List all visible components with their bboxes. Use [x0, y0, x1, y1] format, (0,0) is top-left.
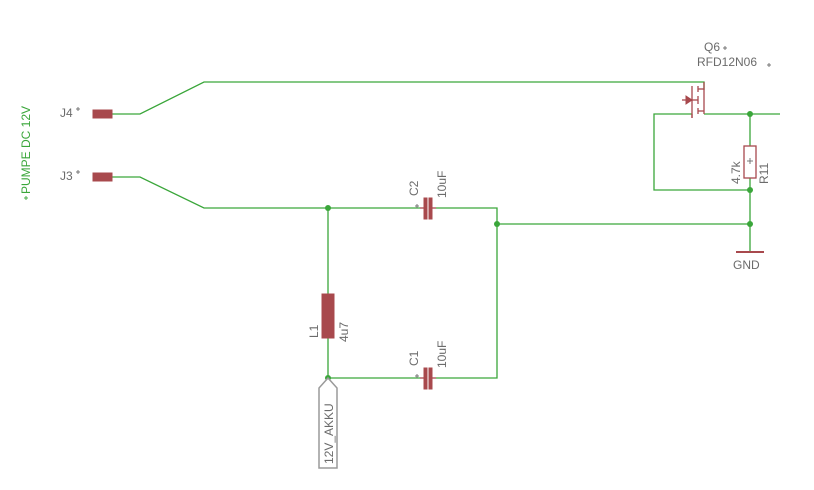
junction-dot [747, 221, 753, 227]
resistor-r11[interactable]: 4.7k R11 [729, 145, 771, 184]
resistor-body [743, 145, 757, 179]
connector-j4[interactable]: J4 [60, 106, 113, 120]
power-port-label: 12V_AKKU [322, 403, 336, 464]
connector-pin [92, 109, 113, 119]
ground-symbol: GND [733, 251, 764, 272]
transistor-q6[interactable]: Q6 RFD12N06 [682, 40, 771, 118]
capacitor-c1-name: C1 [407, 350, 421, 366]
junctions [325, 111, 753, 381]
ground-label: GND [733, 258, 760, 272]
power-port-shape [318, 376, 338, 469]
junction-dot [747, 111, 753, 117]
connector-pin [92, 172, 113, 182]
transistor-name: Q6 [704, 40, 720, 54]
transistor-value: RFD12N06 [697, 55, 757, 69]
power-port-12v-akku[interactable]: 12V_AKKU [318, 376, 338, 469]
inductor-name: L1 [307, 324, 321, 338]
inductor-value: 4u7 [337, 322, 351, 342]
wire-j4-to-q6 [112, 81, 705, 115]
capacitor-c2-value: 10uF [435, 171, 449, 198]
capacitor-c2[interactable]: C2 10uF [407, 171, 449, 220]
connector-j3[interactable]: J3 [60, 169, 113, 183]
connector-j3-label: J3 [60, 169, 73, 183]
wire-gate-loop [653, 113, 750, 191]
junction-dot [494, 221, 500, 227]
resistor-name: R11 [757, 163, 771, 184]
resistor-value: 4.7k [729, 160, 743, 184]
inductor-l1[interactable]: L1 4u7 [307, 293, 351, 342]
connector-j4-label: J4 [60, 106, 73, 120]
wires [112, 81, 780, 379]
junction-dot [747, 187, 753, 193]
capacitor-c1[interactable]: C1 10uF [407, 341, 449, 390]
junction-dot [325, 205, 331, 211]
capacitor-c2-name: C2 [407, 180, 421, 196]
arrow-icon [685, 95, 693, 105]
inductor-body [321, 293, 335, 339]
capacitor-c1-value: 10uF [435, 341, 449, 368]
wire-c2-to-node [436, 207, 498, 379]
net-label-pump: PUMPE DC 12V [19, 106, 33, 200]
wire-j3-to-c2 [112, 176, 420, 209]
net-label-text: PUMPE DC 12V [19, 106, 33, 194]
